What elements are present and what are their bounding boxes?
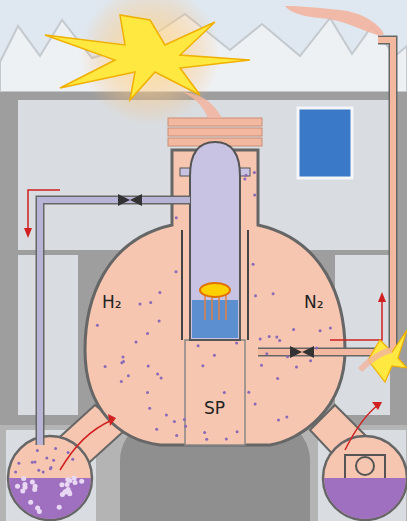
gas-label: N₂ xyxy=(304,294,324,311)
gas-label: H₂ xyxy=(102,294,122,311)
chamber-label: SP xyxy=(204,400,225,417)
gas-dots xyxy=(14,171,332,514)
